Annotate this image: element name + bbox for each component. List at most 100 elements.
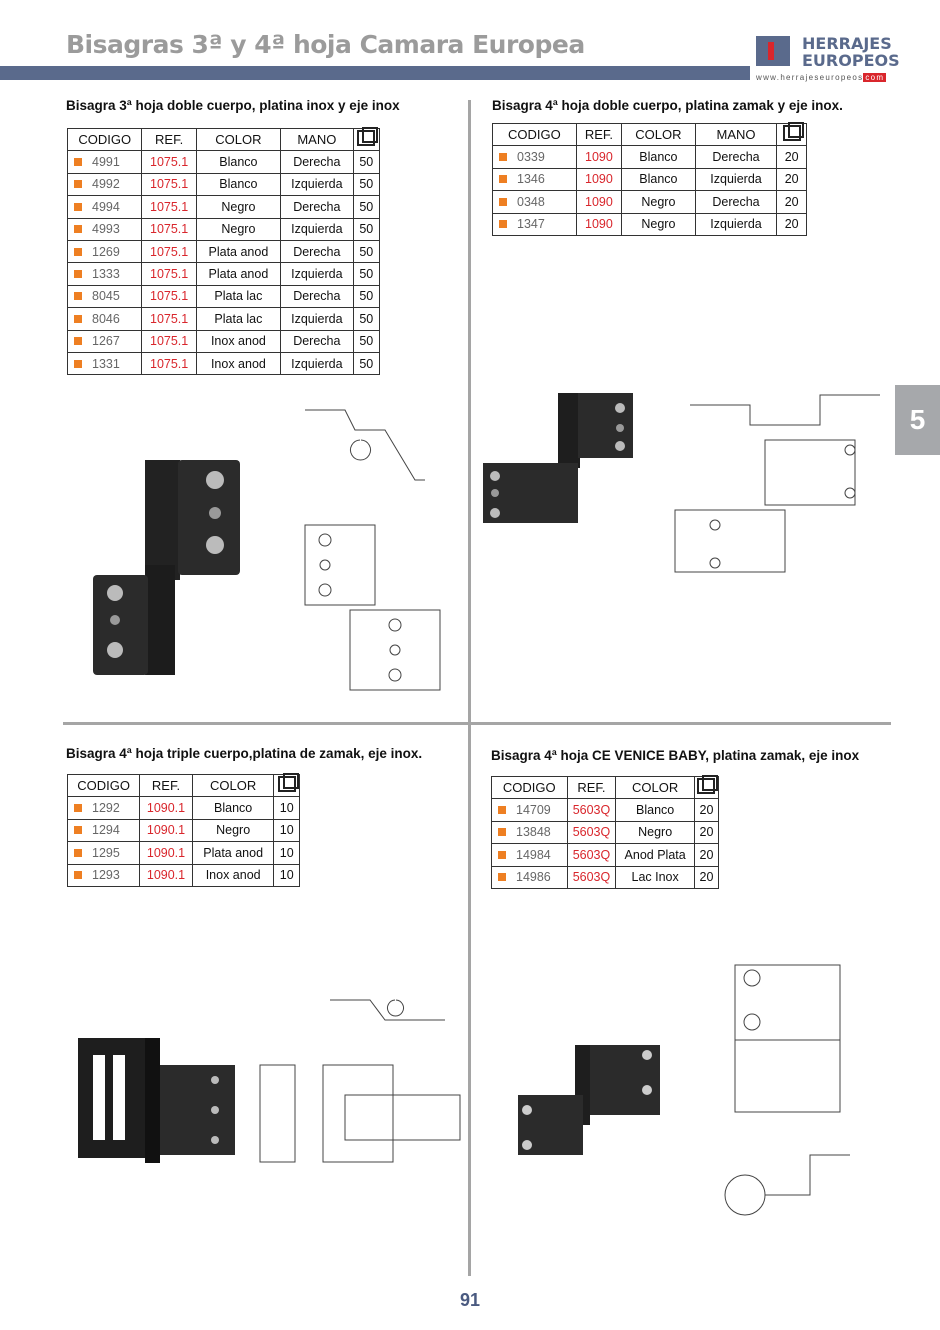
qty-cell: 50 (352, 307, 381, 331)
section-title: Bisagra 4ª hoja triple cuerpo,platina de… (66, 746, 423, 761)
package-box-icon (357, 127, 379, 147)
color-cell: Negro (191, 818, 275, 843)
column-header: COLOR (615, 775, 695, 800)
color-cell: Plata anod (191, 841, 275, 865)
ref-cell: 5603Q (566, 865, 617, 889)
column-header: REF. (575, 122, 623, 147)
qty-cell: 20 (693, 865, 720, 889)
ref-cell: 1090 (575, 145, 623, 169)
logo-line1: HERRAJES (802, 34, 892, 53)
hand-cell: Izquierda (280, 217, 354, 241)
code-cell: 1346 (492, 167, 577, 192)
color-cell: Blanco (191, 796, 275, 820)
column-header: CODIGO (492, 122, 577, 147)
package-box-icon (277, 773, 299, 793)
ref-cell: 1075.1 (141, 217, 197, 241)
ref-cell: 1075.1 (141, 307, 197, 331)
ref-cell: 5603Q (566, 843, 617, 867)
qty-cell: 50 (352, 351, 381, 376)
color-cell: Blanco (621, 145, 696, 169)
color-cell: Lac Inox (615, 865, 695, 889)
qty-cell: 50 (352, 217, 381, 241)
column-header: COLOR (195, 127, 282, 152)
color-cell: Inox anod (191, 863, 275, 887)
code-cell: 1347 (492, 212, 577, 236)
hand-cell: Izquierda (280, 262, 354, 286)
qty-cell: 10 (273, 863, 300, 887)
qty-cell: 50 (352, 150, 381, 174)
qty-cell: 20 (693, 820, 720, 845)
hinge-photo (483, 393, 633, 523)
qty-cell: 20 (693, 798, 720, 822)
hand-cell: Izquierda (280, 172, 354, 197)
qty-cell: 50 (352, 262, 381, 286)
qty-cell: 20 (693, 843, 720, 867)
page-title: Bisagras 3ª y 4ª hoja Camara Europea (66, 30, 585, 59)
color-cell: Plata lac (195, 307, 282, 331)
logo-mark-icon (756, 36, 790, 66)
color-cell: Blanco (615, 798, 695, 822)
qty-cell: 50 (352, 239, 381, 264)
ref-cell: 1075.1 (141, 351, 197, 376)
code-cell: 8045 (66, 284, 143, 309)
code-cell: 1269 (66, 239, 143, 264)
hand-cell: Derecha (280, 284, 354, 309)
ref-cell: 1075.1 (141, 172, 197, 197)
hand-cell: Derecha (280, 239, 354, 264)
code-cell: 1294 (66, 818, 141, 843)
color-cell: Blanco (195, 150, 282, 174)
ref-cell: 1090 (575, 212, 623, 236)
color-cell: Plata anod (195, 239, 282, 264)
ref-cell: 1090 (575, 190, 623, 214)
code-cell: 1292 (66, 796, 141, 820)
color-cell: Negro (621, 212, 696, 236)
column-header-package (273, 773, 300, 798)
column-header: REF. (566, 775, 617, 800)
color-cell: Negro (195, 195, 282, 219)
qty-cell: 50 (352, 329, 381, 353)
code-cell: 1293 (66, 863, 141, 887)
section-title: Bisagra 4ª hoja CE VENICE BABY, platina … (491, 748, 860, 763)
code-cell: 4992 (66, 172, 143, 197)
qty-cell: 50 (352, 284, 381, 309)
hinge-photo (78, 1038, 235, 1163)
column-header: CODIGO (66, 773, 141, 798)
ref-cell: 1090 (575, 167, 623, 192)
column-header: CODIGO (66, 127, 143, 152)
qty-cell: 10 (273, 796, 300, 820)
hand-cell: Izquierda (694, 167, 778, 192)
hand-cell: Derecha (280, 329, 354, 353)
code-cell: 8046 (66, 307, 143, 331)
column-header-package (693, 775, 720, 800)
hinge-drawing (674, 394, 880, 573)
code-cell: 0348 (492, 190, 577, 214)
color-cell: Negro (195, 217, 282, 241)
hand-cell: Derecha (694, 145, 778, 169)
hand-cell: Derecha (280, 195, 354, 219)
package-box-icon (782, 122, 804, 142)
color-cell: Inox anod (195, 351, 282, 376)
code-cell: 1333 (66, 262, 143, 286)
